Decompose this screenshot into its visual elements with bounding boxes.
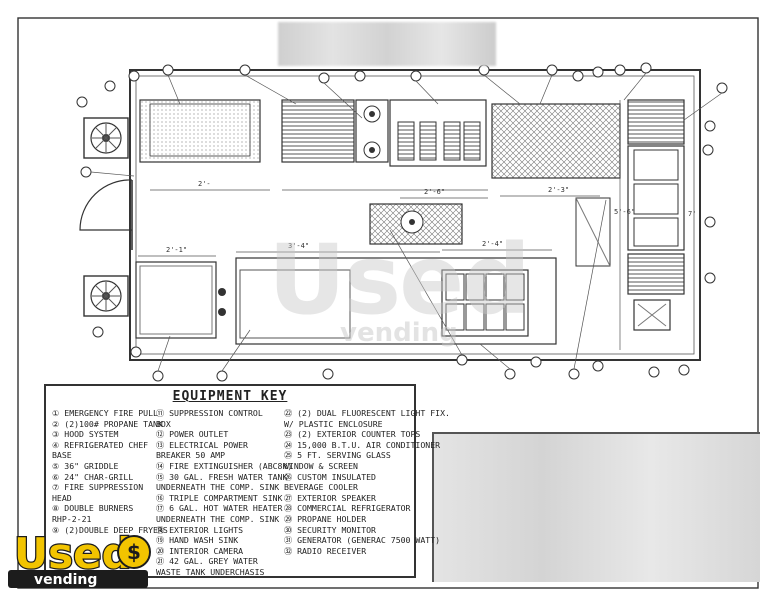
key-entry: BOX	[156, 418, 171, 429]
callouts	[76, 62, 728, 382]
key-entry: ⑭ FIRE EXTINGUISHER (ABC8K)	[156, 460, 293, 471]
logo-sub: vending	[34, 572, 97, 588]
key-entry: ㉗ EXTERIOR SPEAKER	[284, 492, 376, 503]
key-entry: ③ HOOD SYSTEM	[52, 429, 119, 440]
leader-lines	[90, 72, 723, 372]
dim-label: 2'-1"	[166, 246, 188, 254]
key-entry: ⑧ DOUBLE BURNERS	[52, 503, 134, 514]
watermark-sub: vending	[340, 318, 458, 348]
logo-word: Used	[14, 529, 132, 578]
griddle	[139, 99, 261, 163]
door-swing	[79, 179, 133, 231]
key-entry: ㉘ COMMERCIAL REFRIGERATOR	[284, 503, 411, 514]
exterior-counter-top	[491, 103, 621, 179]
dim-label: 3'-4"	[288, 242, 310, 250]
double-burners	[355, 99, 389, 163]
key-entry: ⑨ (2)DOUBLE DEEP FRYERS	[52, 524, 168, 535]
ac-unit-bottom	[83, 275, 129, 317]
key-entry: BREAKER 50 AMP	[156, 450, 226, 461]
used-vending-logo: Used vending $	[8, 528, 151, 588]
key-entry: UNDERNEATH THE COMP. SINK	[156, 482, 280, 493]
key-entry: ④ REFRIGERATED CHEF	[52, 439, 149, 450]
key-entry: ⑮ 30 GAL. FRESH WATER TANK	[156, 471, 288, 482]
watermark: Used	[268, 224, 531, 336]
key-entry: ⑫ POWER OUTLET	[156, 429, 229, 440]
key-entry: ⑤ 36" GRIDDLE	[52, 460, 119, 471]
key-entry: ㉙ PROPANE HOLDER	[284, 513, 367, 524]
key-entry: ⑪ SUPPRESSION CONTROL	[156, 408, 263, 418]
key-entry: WINDOW & SCREEN	[284, 460, 358, 471]
dim-label: 7'	[688, 210, 697, 218]
key-column-3: ㉒ (2) DUAL FLUORESCENT LIGHT FIX. W/ PLA…	[284, 408, 450, 556]
beverage-cooler	[441, 269, 529, 337]
key-entry: ⑰ 6 GAL. HOT WATER HEATER	[156, 503, 283, 514]
dollar-icon	[117, 535, 151, 569]
key-entry: ⑱ EXTERIOR LIGHTS	[156, 524, 244, 535]
key-entry: ⑬ ELECTRICAL POWER	[156, 439, 248, 450]
key-entry: ㉔ 15,000 B.T.U. AIR CONDITIONER	[284, 439, 441, 450]
key-entry: ㉜ RADIO RECEIVER	[284, 545, 367, 556]
logo-sub-bar	[8, 570, 148, 588]
key-entry: ㉚ SECURITY MONITOR	[284, 524, 376, 535]
key-entry: ⑲ HAND WASH SINK	[156, 535, 239, 546]
key-entry: BEVERAGE COOLER	[284, 482, 358, 493]
key-entry: UNDERNEATH THE COMP. SINK	[156, 513, 280, 524]
key-entry: ㉑ 42 GAL. GREY WATER	[156, 556, 258, 567]
refrigerator	[135, 261, 217, 339]
key-entry: ㉕ 5 FT. SERVING GLASS	[284, 450, 391, 461]
key-entry: ㉓ (2) EXTERIOR COUNTER TOPS	[284, 429, 421, 440]
dim-label: 2'-4"	[482, 240, 504, 248]
char-grill	[281, 99, 355, 163]
dim-label: 2'-3"	[548, 186, 570, 194]
key-entry: WASTE TANK UNDERCHASIS	[156, 566, 265, 577]
key-entry: BASE	[52, 450, 72, 461]
key-entry: RHP-2-21	[52, 513, 92, 524]
key-entry: ① EMERGENCY FIRE PULL	[52, 408, 158, 418]
ac-unit-top	[83, 117, 129, 159]
key-entry: ㉖ CUSTOM INSULATED	[284, 471, 376, 482]
redacted-header	[278, 22, 496, 66]
key-entry: ⑯ TRIPLE COMPARTMENT SINK	[156, 492, 283, 503]
svg-text:$: $	[127, 540, 141, 564]
dim-label: 2'-6"	[424, 188, 446, 196]
dimension-lines	[138, 100, 621, 350]
trailer-outline	[129, 69, 701, 361]
dim-label: 5'-6"	[614, 208, 636, 216]
triple-compartment-sink	[627, 145, 685, 251]
key-entry: ② (2)100# PROPANE TANK	[52, 418, 163, 429]
page-border	[17, 17, 759, 589]
equipment-key-title: EQUIPMENT KEY	[172, 389, 288, 404]
key-entry: W/ PLASTIC ENCLOSURE	[284, 418, 383, 429]
dim-label: 2'-	[198, 180, 211, 188]
triple-sink-drain	[627, 99, 685, 145]
key-entry: ㉒ (2) DUAL FLUORESCENT LIGHT FIX.	[284, 408, 450, 418]
redacted-title-block	[432, 432, 760, 582]
key-entry: ⑳ INTERIOR CAMERA	[156, 545, 244, 556]
bottom-counter	[235, 257, 557, 345]
key-entry: ⑦ FIRE SUPPRESSION	[52, 482, 144, 493]
key-entry: HEAD	[52, 492, 72, 503]
key-entry: ㉛ GENERATOR (GENERAC 7500 WATT)	[284, 535, 441, 546]
key-entry: ⑥ 24" CHAR-GRILL	[52, 471, 134, 482]
